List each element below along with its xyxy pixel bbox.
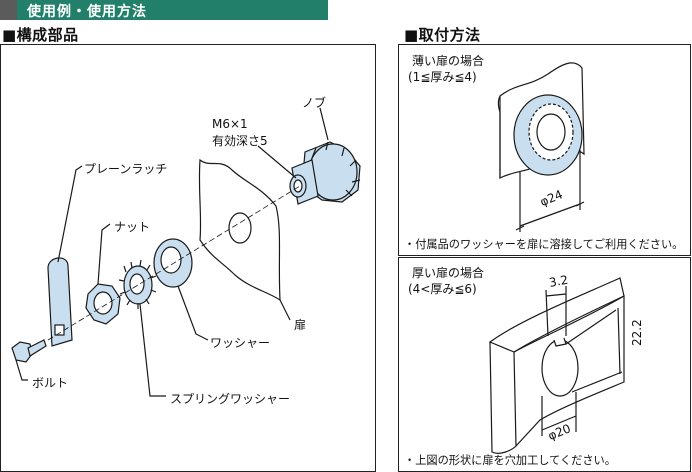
header-title: 使用例・使用方法 xyxy=(27,4,147,20)
thick-door-range: (4<厚み≦6) xyxy=(408,282,477,296)
nut-drawing xyxy=(85,283,121,325)
label-plain-latch: プレーンラッチ xyxy=(84,162,168,176)
header-marker xyxy=(0,0,17,20)
thick-door-plate xyxy=(488,277,625,353)
thick-height-dim: 22.2 xyxy=(630,319,644,346)
thin-door-title: 薄い扉の場合 xyxy=(412,54,485,68)
thin-door-note: ・付属品のワッシャーを扉に溶接してご利用ください。 xyxy=(404,238,684,251)
door-hole xyxy=(228,212,252,244)
washer-drawing xyxy=(153,238,193,288)
label-thread-depth: 有効深さ5 xyxy=(212,134,268,148)
label-spring-washer: スプリングワッシャー xyxy=(170,392,291,406)
label-knob: ノブ xyxy=(302,96,327,110)
spring-washer-drawing xyxy=(118,259,157,309)
label-bolt: ボルト xyxy=(32,376,69,390)
bolt-drawing xyxy=(11,339,47,363)
label-thread-size: M6×1 xyxy=(212,117,248,131)
mounting-title: ■取付方法 xyxy=(404,26,481,44)
label-washer: ワッシャー xyxy=(210,336,271,350)
thick-door-title: 厚い扉の場合 xyxy=(412,266,485,280)
thin-door-range: (1≦厚み≦4) xyxy=(408,70,477,84)
components-title: ■構成部品 xyxy=(2,26,79,44)
latch-drawing xyxy=(47,257,73,347)
knob-drawing xyxy=(289,141,361,205)
label-door: 扉 xyxy=(294,318,307,332)
section-header-bar: 使用例・使用方法 xyxy=(0,0,328,20)
label-nut: ナット xyxy=(114,220,151,234)
thick-door-hole xyxy=(541,339,579,397)
thick-door-note: ・上図の形状に扉を穴加工してください。 xyxy=(404,454,616,467)
